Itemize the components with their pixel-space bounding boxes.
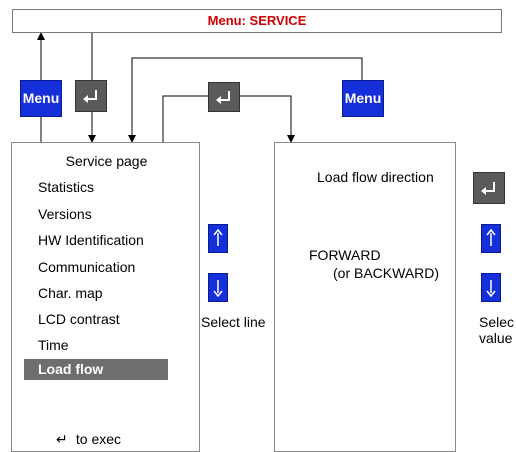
load-flow-title: Load flow direction bbox=[317, 169, 434, 185]
menu-item-versions[interactable]: Versions bbox=[38, 206, 92, 222]
select-value-label: Selec value bbox=[479, 314, 516, 346]
arrow-down-button-line[interactable] bbox=[208, 273, 228, 302]
enter-icon bbox=[481, 182, 495, 195]
arrow-down-icon bbox=[486, 280, 496, 298]
menu-item-lcd-contrast[interactable]: LCD contrast bbox=[38, 311, 120, 327]
menu-item-load-flow[interactable]: Load flow bbox=[24, 359, 168, 380]
arrow-up-button-line[interactable] bbox=[208, 224, 228, 253]
enter-icon bbox=[216, 91, 230, 104]
menu-item-communication[interactable]: Communication bbox=[38, 259, 136, 275]
service-page-title: Service page bbox=[65, 153, 148, 169]
menu-button-right[interactable]: Menu bbox=[342, 80, 384, 117]
arrow-up-icon bbox=[213, 228, 223, 246]
load-flow-panel: Load flow direction FORWARD (or BACKWARD… bbox=[274, 142, 456, 452]
select-value-line1: Selec bbox=[479, 314, 515, 330]
exec-hint-label: to exec bbox=[75, 431, 122, 447]
select-value-line2: value bbox=[479, 330, 513, 346]
enter-icon bbox=[83, 90, 97, 103]
menu-item-statistics[interactable]: Statistics bbox=[38, 179, 95, 195]
exec-hint: ↵ to exec bbox=[56, 431, 121, 448]
arrow-down-button-value[interactable] bbox=[481, 273, 501, 302]
load-flow-value-alt: (or BACKWARD) bbox=[333, 265, 440, 281]
enter-button-middle[interactable] bbox=[208, 82, 240, 112]
menu-item-char-map[interactable]: Char. map bbox=[38, 285, 103, 301]
menu-button-left[interactable]: Menu bbox=[20, 80, 62, 117]
menu-item-hw-identification[interactable]: HW Identification bbox=[38, 232, 144, 248]
menu-service-bar: Menu: SERVICE bbox=[12, 9, 502, 33]
select-line-label: Select line bbox=[201, 314, 266, 330]
enter-icon: ↵ bbox=[56, 431, 68, 447]
arrow-up-button-value[interactable] bbox=[481, 224, 501, 253]
service-page-panel: Service page Statistics Versions HW Iden… bbox=[11, 142, 200, 452]
arrow-up-icon bbox=[486, 228, 496, 246]
enter-button-right[interactable] bbox=[473, 172, 505, 204]
load-flow-value: FORWARD bbox=[309, 247, 381, 263]
arrow-down-icon bbox=[213, 280, 223, 298]
menu-item-time[interactable]: Time bbox=[38, 337, 69, 353]
enter-button-left[interactable] bbox=[75, 80, 107, 112]
